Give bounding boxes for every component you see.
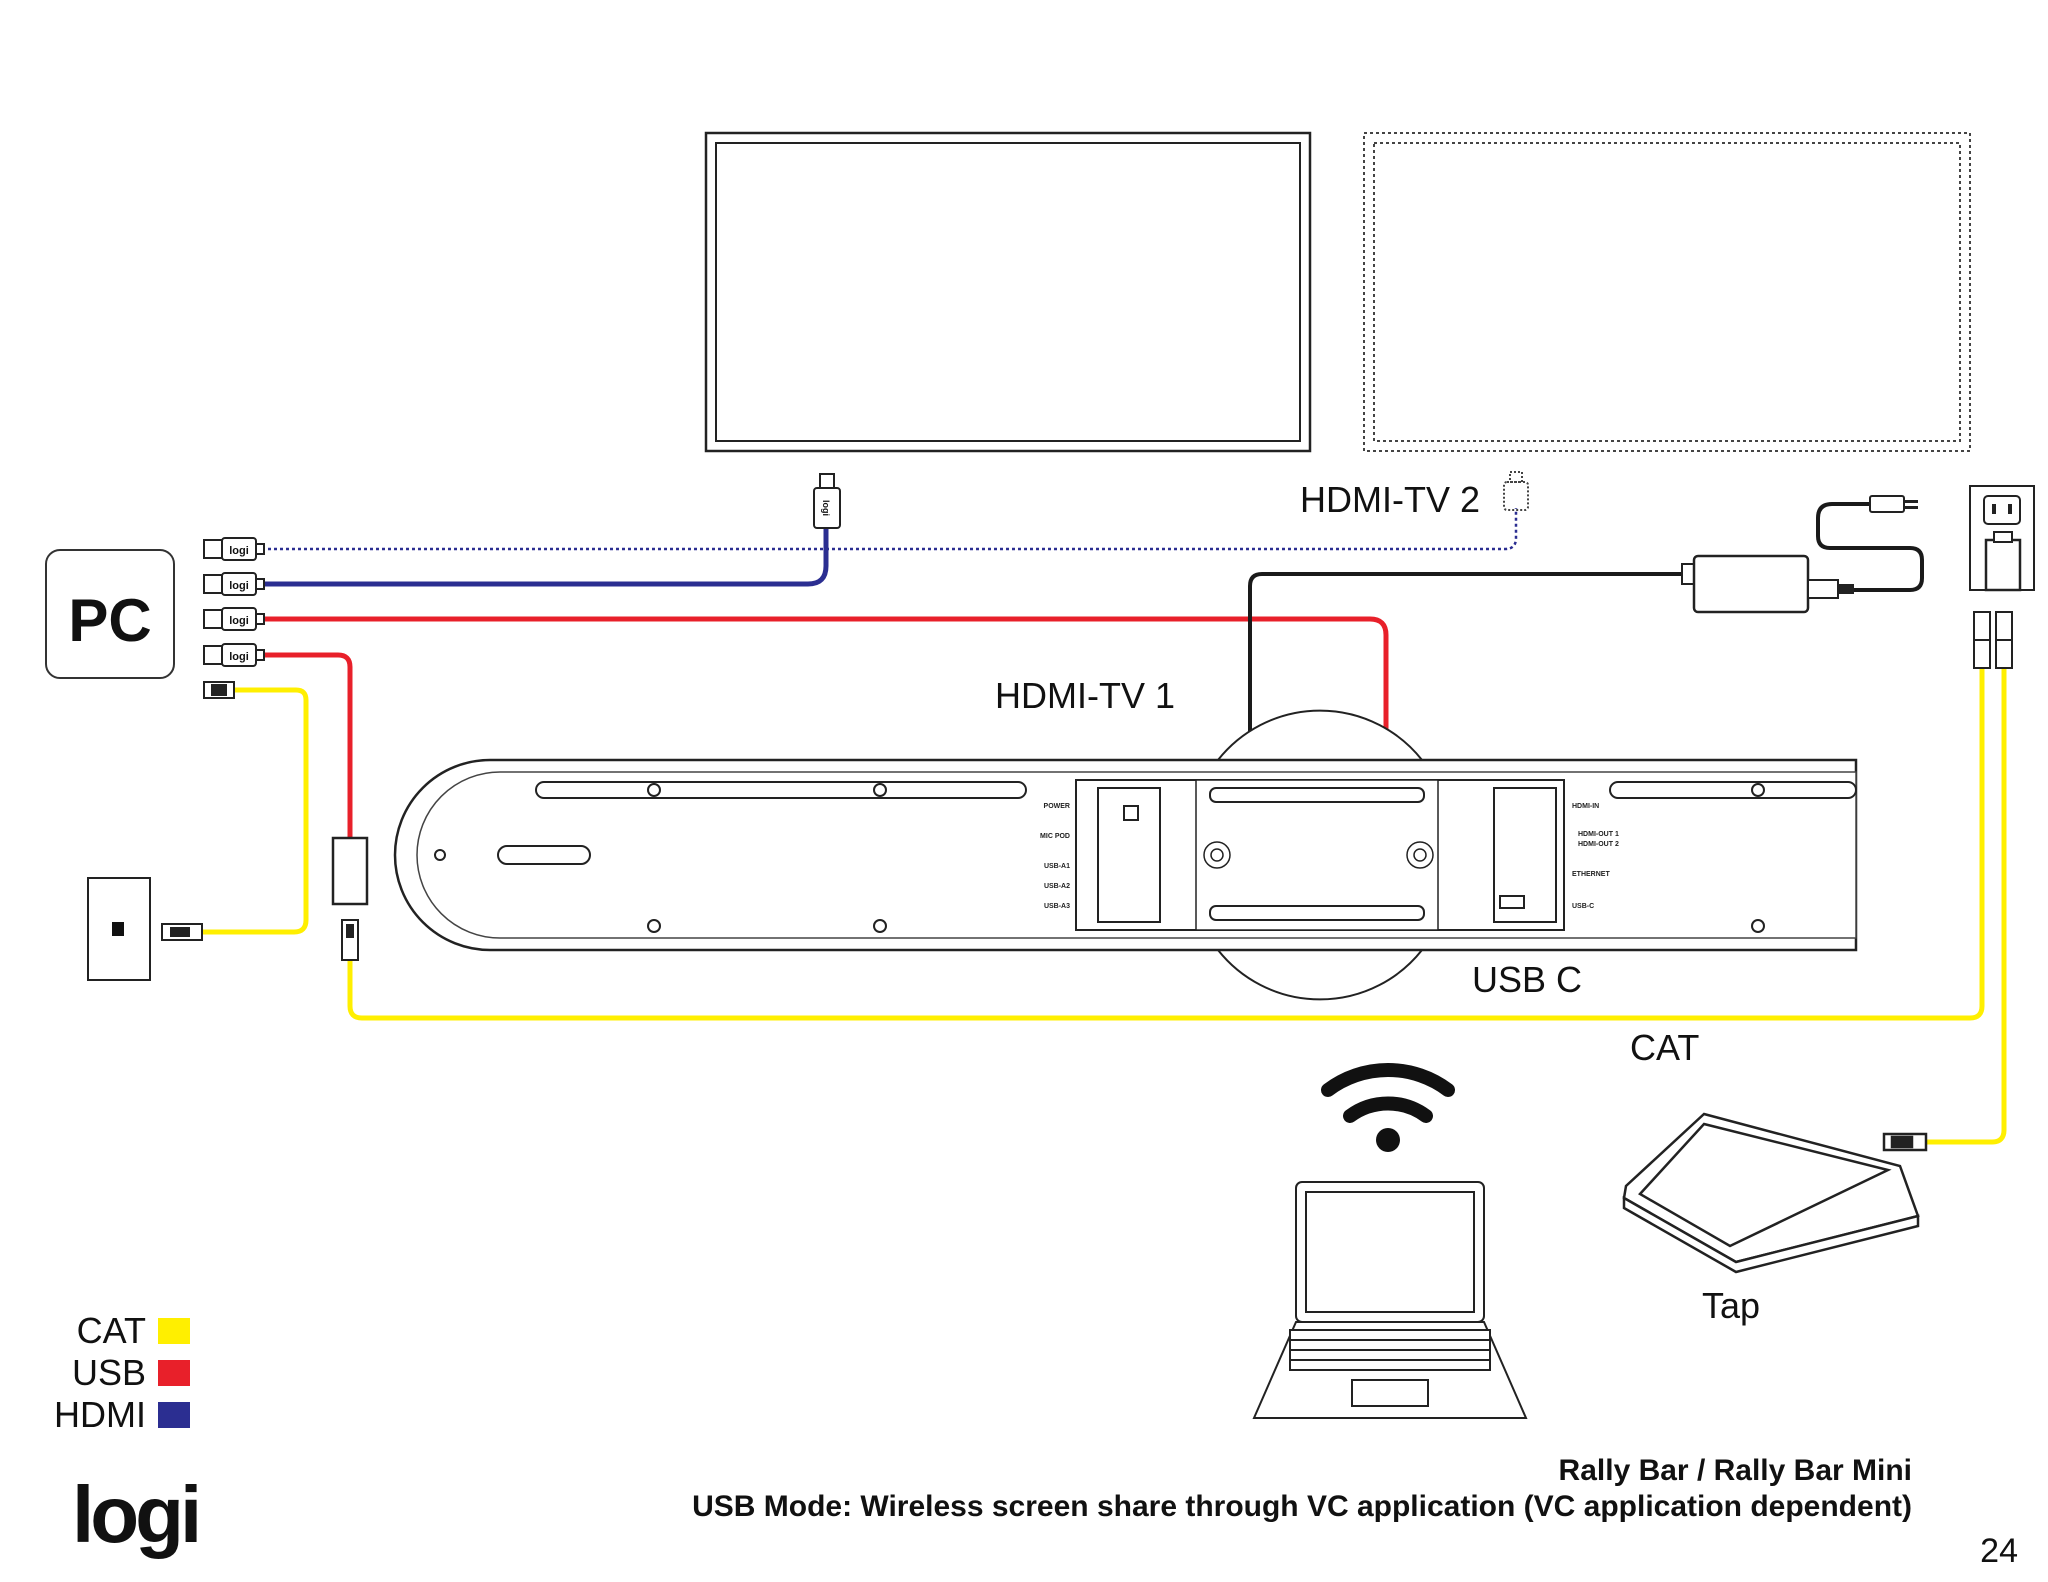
- svg-text:USB-C: USB-C: [1572, 903, 1594, 910]
- legend-label: USB: [71, 1352, 146, 1393]
- rally-bar: [393, 709, 1858, 1001]
- tv-1: [704, 131, 1312, 453]
- logi-logo: logi: [72, 1470, 198, 1559]
- page-number: 24: [1980, 1532, 2018, 1570]
- pc-cable-connectors: [203, 537, 265, 699]
- svg-text:ETHERNET: ETHERNET: [1572, 871, 1610, 878]
- cat-label: CAT: [1630, 1027, 1699, 1068]
- footer-title: Rally Bar / Rally Bar Mini: [1559, 1454, 1912, 1487]
- cat-cable-extender-to-network: [347, 668, 1985, 1021]
- cable-legend: CAT USB HDMI: [40, 1310, 190, 1440]
- wifi-icon: [1321, 1063, 1455, 1152]
- svg-text:USB-A3: USB-A3: [1044, 903, 1070, 910]
- legend-swatch-cat: [158, 1318, 190, 1344]
- legend-swatch-hdmi: [158, 1402, 190, 1428]
- svg-text:USB-A2: USB-A2: [1044, 883, 1070, 890]
- laptop-icon: [1252, 1181, 1528, 1419]
- svg-text:logi: logi: [229, 651, 249, 663]
- legend-swatch-usb: [158, 1360, 190, 1386]
- svg-text:MIC POD: MIC POD: [1040, 833, 1070, 840]
- power-adapter: [1681, 495, 1918, 614]
- outlet-cat-connectors: [1973, 611, 2013, 669]
- usb-extender: [331, 836, 369, 961]
- power-cord-ac: [1816, 502, 1924, 592]
- legend-row-usb: USB: [72, 1352, 190, 1394]
- svg-text:HDMI-OUT 1: HDMI-OUT 1: [1578, 831, 1619, 838]
- svg-text:POWER: POWER: [1044, 803, 1070, 810]
- hdmi-tv1-cable: [262, 526, 829, 587]
- wall-outlet: [1969, 485, 2035, 592]
- svg-text:HDMI-OUT 2: HDMI-OUT 2: [1578, 841, 1619, 848]
- tap-device-icon: [1622, 1112, 1928, 1274]
- wall-network-jack: [87, 877, 203, 981]
- legend-label: CAT: [76, 1310, 146, 1351]
- svg-text:USB-A1: USB-A1: [1044, 863, 1070, 870]
- svg-text:logi: logi: [821, 500, 831, 516]
- hdmi-connector-tv2: [1503, 471, 1529, 511]
- footer-subtitle: USB Mode: Wireless screen share through …: [692, 1490, 1912, 1523]
- pc-box: PC: [45, 549, 175, 679]
- svg-text:logi: logi: [229, 615, 249, 627]
- legend-row-hdmi: HDMI: [54, 1394, 190, 1436]
- cat-cable-pc-to-wall: [200, 687, 309, 935]
- tv-2: [1363, 132, 1971, 452]
- hdmi-tv2-cable: [262, 508, 1518, 551]
- usb-c-label: USB C: [1472, 959, 1582, 1000]
- pc-cable-tags: logi logi logi logi: [229, 545, 249, 663]
- hdmi-connector-tv1: [813, 473, 841, 529]
- hdmi-tv2-label: HDMI-TV 2: [1300, 479, 1480, 520]
- hdmi-tv1-label: HDMI-TV 1: [995, 675, 1175, 716]
- svg-text:logi: logi: [229, 545, 249, 557]
- legend-label: HDMI: [54, 1394, 146, 1435]
- rally-bar-port-labels: POWER MIC POD USB-A1 USB-A2 USB-A3 HDMI-…: [1040, 803, 1619, 910]
- pc-label: PC: [68, 587, 151, 654]
- usb-cable-pc-to-extender: [262, 652, 353, 838]
- svg-text:logi: logi: [229, 580, 249, 592]
- svg-text:HDMI-IN: HDMI-IN: [1572, 803, 1599, 810]
- legend-row-cat: CAT: [77, 1310, 190, 1352]
- cat-cable-to-tap: [1926, 668, 2007, 1145]
- tap-label: Tap: [1702, 1285, 1760, 1326]
